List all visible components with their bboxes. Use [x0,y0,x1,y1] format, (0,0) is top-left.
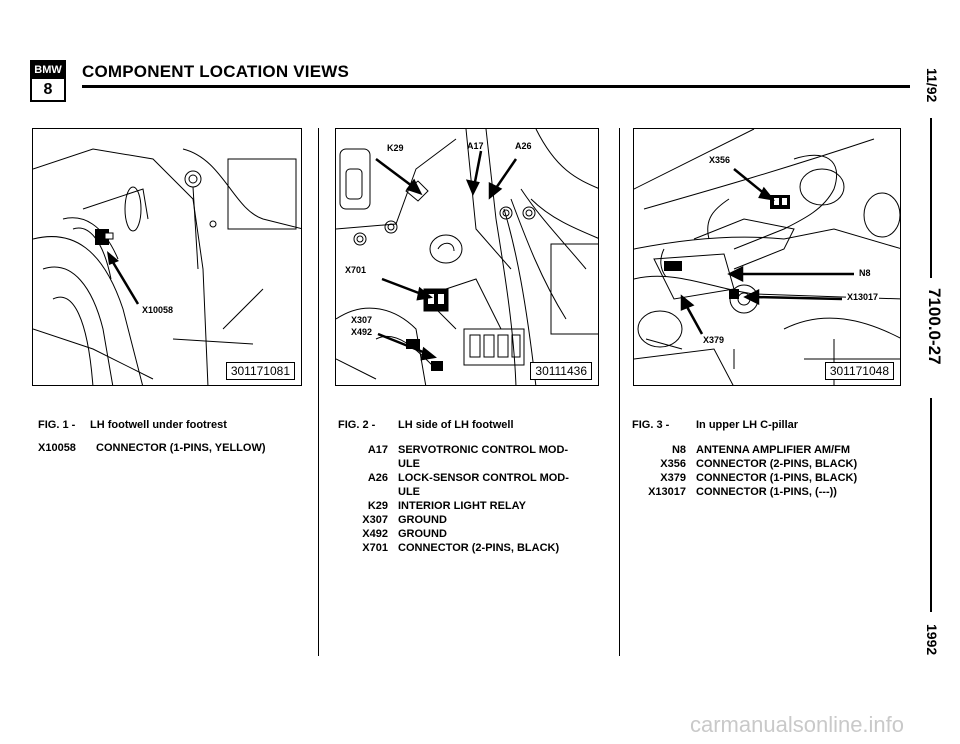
legend-item: X379 CONNECTOR (1-PINS, BLACK) [632,471,902,485]
legend-desc: GROUND [398,528,447,540]
callout-a17: A17 [467,141,484,151]
side-rule-1 [930,118,932,278]
caption-label: FIG. 1 - [38,419,76,431]
callout-x701: X701 [344,265,368,275]
legend-item-cont: ULE [338,485,608,499]
callout-x307: X307 [350,315,374,325]
callout-x379: X379 [702,335,726,345]
column-divider-2 [619,128,620,656]
column-divider-1 [318,128,319,656]
legend-item: X10058 CONNECTOR (1-PINS, YELLOW) [38,441,266,455]
side-year: 1992 [924,624,940,656]
caption-label: FIG. 3 - [632,419,670,431]
legend-item: N8 ANTENNA AMPLIFIER AM/FM [632,443,902,457]
legend-code: A26 [367,472,388,484]
figure-1-caption: FIG. 1 - LH footwell under footrest [38,418,227,433]
bmw-8-logo: BMW 8 [30,60,66,102]
legend-item: A17 SERVOTRONIC CONTROL MOD- [338,443,608,457]
legend-desc: SERVOTRONIC CONTROL MOD- [398,444,569,456]
legend-item: X356 CONNECTOR (2-PINS, BLACK) [632,457,902,471]
footer-watermark: carmanualsonline.info [690,712,905,737]
legend-item: A26 LOCK-SENSOR CONTROL MOD- [338,471,608,485]
legend-code: X13017 [648,486,686,498]
legend-desc: ANTENNA AMPLIFIER AM/FM [696,444,850,456]
legend-desc-cont: ULE [398,486,420,498]
figure-2-image: K29 A17 A26 X701 X307 X492 30111436 [335,128,599,386]
legend-item: X13017 CONNECTOR (1-PINS, (---)) [632,485,902,499]
legend-code: X307 [362,514,388,526]
caption-text: In upper LH C-pillar [696,419,799,431]
legend-desc: CONNECTOR (2-PINS, BLACK) [696,458,858,470]
figure-1-image: X10058 301171081 [32,128,302,386]
legend-code: X492 [362,528,388,540]
side-rule-2 [930,398,932,612]
legend-desc: INTERIOR LIGHT RELAY [398,500,526,512]
callout-x13017: X13017 [846,292,880,302]
caption-text: LH side of LH footwell [398,419,514,431]
figure-3-part-number: 301171048 [824,362,894,380]
legend-code: A17 [367,444,388,456]
legend-item: X492 GROUND [338,527,608,541]
figure-1-legend: X10058 CONNECTOR (1-PINS, YELLOW) [38,441,266,455]
logo-series: 8 [43,81,53,98]
figure-2-caption: FIG. 2 - LH side of LH footwell [338,418,514,433]
legend-code: X10058 [38,442,76,454]
header-rule [82,85,910,88]
logo-brand: BMW [32,62,64,79]
legend-desc: CONNECTOR (1-PINS, BLACK) [696,472,858,484]
figure-2-drawing [336,129,598,385]
side-date: 11/92 [924,68,940,103]
legend-code: X379 [660,472,686,484]
legend-item: K29 INTERIOR LIGHT RELAY [338,499,608,513]
legend-code: N8 [671,444,686,456]
legend-code: X356 [660,458,686,470]
figure-3-drawing [634,129,900,385]
figure-2-legend: A17 SERVOTRONIC CONTROL MOD- ULE A26 LOCK-… [338,443,608,555]
legend-item: X701 CONNECTOR (2-PINS, BLACK) [338,541,608,555]
legend-item-cont: ULE [338,457,608,471]
page-title: COMPONENT LOCATION VIEWS [82,62,350,81]
figure-1-drawing [33,148,301,385]
legend-desc: GROUND [398,514,447,526]
callout-a26: A26 [514,141,533,151]
side-page-code: 7100.0-27 [925,288,944,365]
figure-3-caption: FIG. 3 - In upper LH C-pillar [632,418,798,433]
figure-3-image: X356 N8 X13017 X379 301171048 [633,128,901,386]
legend-desc-cont: ULE [398,458,420,470]
legend-code: K29 [367,500,388,512]
legend-desc: CONNECTOR (2-PINS, BLACK) [398,542,560,554]
legend-desc: LOCK-SENSOR CONTROL MOD- [398,472,569,484]
figure-2-part-number: 30111436 [530,362,592,380]
legend-desc: CONNECTOR (1-PINS, (---)) [696,486,837,498]
legend-item: X307 GROUND [338,513,608,527]
caption-label: FIG. 2 - [338,419,376,431]
callout-x492: X492 [350,327,374,337]
callout-n8: N8 [858,268,872,278]
callout-x356: X356 [708,155,732,165]
legend-code: X701 [362,542,388,554]
callout-x10058: X10058 [141,305,175,315]
figure-1-part-number: 301171081 [225,362,295,380]
caption-text: LH footwell under footrest [90,419,227,431]
legend-desc: CONNECTOR (1-PINS, YELLOW) [96,442,266,454]
callout-k29: K29 [386,143,405,153]
